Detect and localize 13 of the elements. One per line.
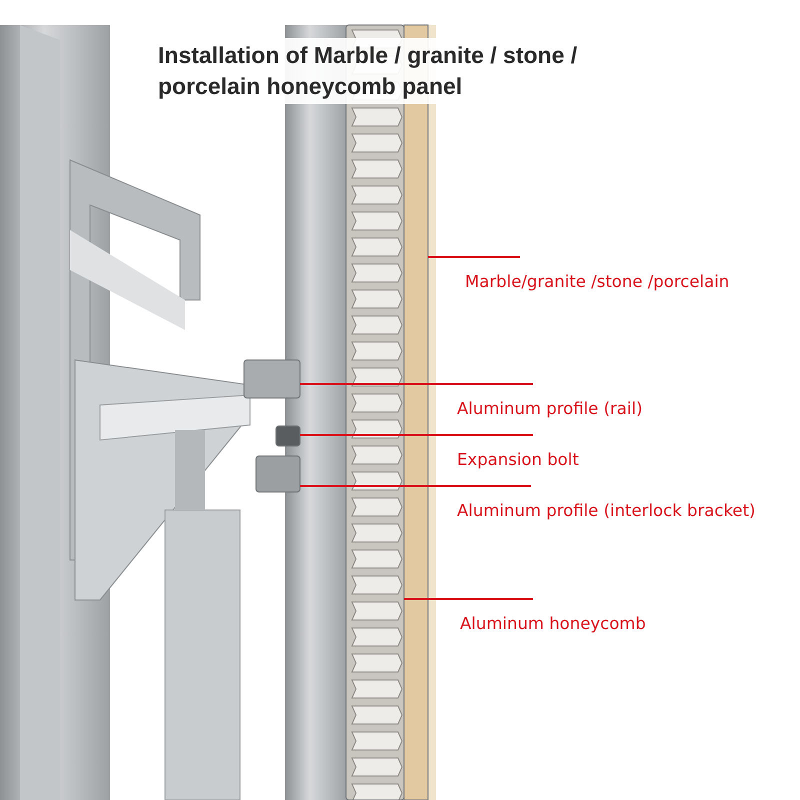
interlock-bracket	[256, 456, 300, 492]
callout-label: Aluminum profile (rail)	[457, 384, 643, 420]
callout-label: Aluminum profile (interlock bracket)	[457, 486, 756, 522]
leader-line	[428, 256, 520, 258]
callout-label: Aluminum honeycomb	[460, 599, 646, 635]
leader-line	[300, 434, 533, 436]
rail-profile	[244, 360, 300, 398]
callout-label: Marble/granite /stone /porcelain	[465, 257, 730, 293]
leader-line	[404, 598, 533, 600]
leader-line	[300, 383, 533, 385]
callout-label: Expansion bolt	[457, 435, 579, 471]
expansion-bolt	[276, 426, 300, 446]
leader-line	[300, 485, 531, 487]
